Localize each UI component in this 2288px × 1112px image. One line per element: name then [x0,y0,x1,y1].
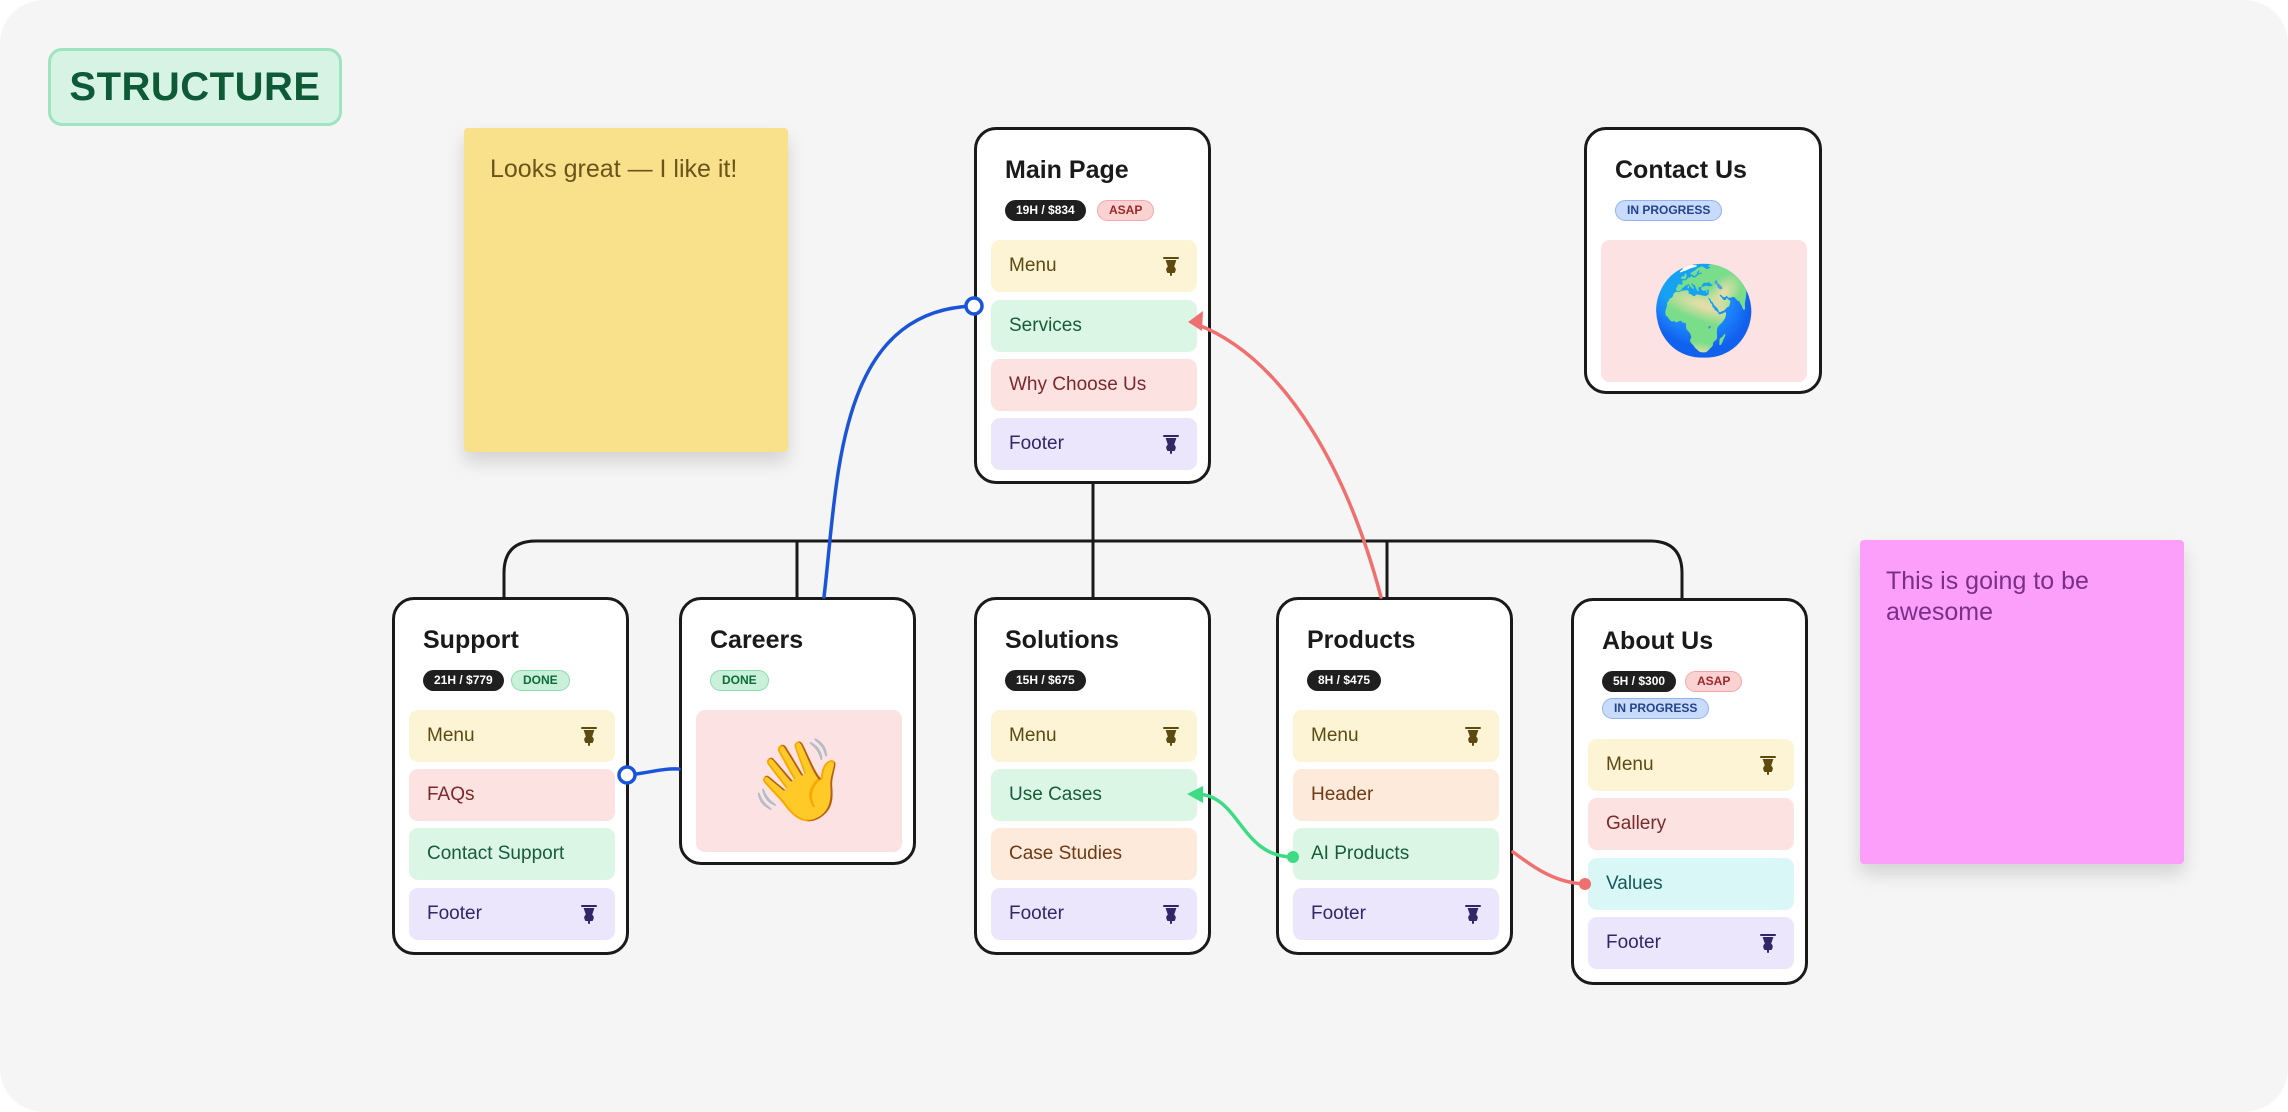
section-label: Values [1606,873,1663,894]
card-title: Solutions [1005,626,1119,654]
section-label: Why Choose Us [1009,374,1147,395]
pin-icon [581,727,597,746]
section-ai-products[interactable]: AI Products [1293,828,1499,880]
card-products[interactable]: Products 8H / $475 Menu Header AI Produc… [1276,597,1513,955]
section-menu[interactable]: Menu [991,240,1197,292]
section-label: Menu [1311,725,1359,746]
section-gallery[interactable]: Gallery [1588,798,1794,850]
section-label: Services [1009,315,1082,336]
section-label: Menu [1606,754,1654,775]
section-values[interactable]: Values [1588,858,1794,910]
board-title[interactable]: STRUCTURE [48,48,342,126]
section-label: Case Studies [1009,843,1123,864]
section-label: FAQs [427,784,475,805]
section-label: Menu [427,725,475,746]
card-title: Support [423,626,519,654]
section-label: Footer [1009,433,1064,454]
sticky-note-pink[interactable]: This is going to be awesome [1860,540,2184,864]
card-title: Contact Us [1615,156,1747,184]
waving-hand-image: 👋 [696,710,902,852]
pin-icon [1163,435,1179,454]
sticky-note-yellow[interactable]: Looks great — I like it! [464,128,788,452]
section-faqs[interactable]: FAQs [409,769,615,821]
section-use-cases[interactable]: Use Cases [991,769,1197,821]
done-badge: DONE [511,670,570,691]
section-case-studies[interactable]: Case Studies [991,828,1197,880]
estimate-badge: 21H / $779 [423,670,504,691]
estimate-badge: 15H / $675 [1005,670,1086,691]
pin-icon [1163,257,1179,276]
in-progress-badge: IN PROGRESS [1615,200,1723,221]
section-header[interactable]: Header [1293,769,1499,821]
section-menu[interactable]: Menu [1293,710,1499,762]
section-label: Use Cases [1009,784,1102,805]
section-footer[interactable]: Footer [1293,888,1499,940]
card-title: About Us [1602,627,1714,655]
card-solutions[interactable]: Solutions 15H / $675 Menu Use Cases Case… [974,597,1211,955]
section-menu[interactable]: Menu [991,710,1197,762]
section-why-choose-us[interactable]: Why Choose Us [991,359,1197,411]
card-contact-us[interactable]: Contact Us IN PROGRESS 🌍 [1584,127,1822,394]
section-label: Footer [1009,903,1064,924]
section-label: Menu [1009,255,1057,276]
pin-icon [581,905,597,924]
section-services[interactable]: Services [991,300,1197,352]
section-label: Footer [427,903,482,924]
done-badge: DONE [710,670,769,691]
section-menu[interactable]: Menu [409,710,615,762]
pin-icon [1760,756,1776,775]
card-main-page[interactable]: Main Page 19H / $834 ASAP Menu Services … [974,127,1211,484]
card-careers[interactable]: Careers DONE 👋 [679,597,916,865]
card-title: Products [1307,626,1416,654]
section-footer[interactable]: Footer [409,888,615,940]
card-title: Main Page [1005,156,1129,184]
card-about-us[interactable]: About Us 5H / $300 ASAP IN PROGRESS Menu… [1571,598,1808,985]
estimate-badge: 19H / $834 [1005,200,1086,221]
globe-image: 🌍 [1601,240,1807,382]
estimate-badge: 8H / $475 [1307,670,1382,691]
pin-icon [1163,727,1179,746]
card-support[interactable]: Support 21H / $779 DONE Menu FAQs Contac… [392,597,629,955]
section-label: Footer [1606,932,1661,953]
card-title: Careers [710,626,804,654]
pin-icon [1163,905,1179,924]
section-label: AI Products [1311,843,1410,864]
section-label: Header [1311,784,1374,805]
in-progress-badge: IN PROGRESS [1602,698,1710,719]
section-label: Menu [1009,725,1057,746]
section-contact-support[interactable]: Contact Support [409,828,615,880]
section-footer[interactable]: Footer [991,418,1197,470]
pin-icon [1465,727,1481,746]
estimate-badge: 5H / $300 [1602,671,1677,692]
section-label: Gallery [1606,813,1667,834]
pin-icon [1760,934,1776,953]
pin-icon [1465,905,1481,924]
section-label: Footer [1311,903,1366,924]
asap-badge: ASAP [1097,200,1155,221]
section-footer[interactable]: Footer [991,888,1197,940]
section-footer[interactable]: Footer [1588,917,1794,969]
section-menu[interactable]: Menu [1588,739,1794,791]
section-label: Contact Support [427,843,565,864]
asap-badge: ASAP [1685,671,1743,692]
